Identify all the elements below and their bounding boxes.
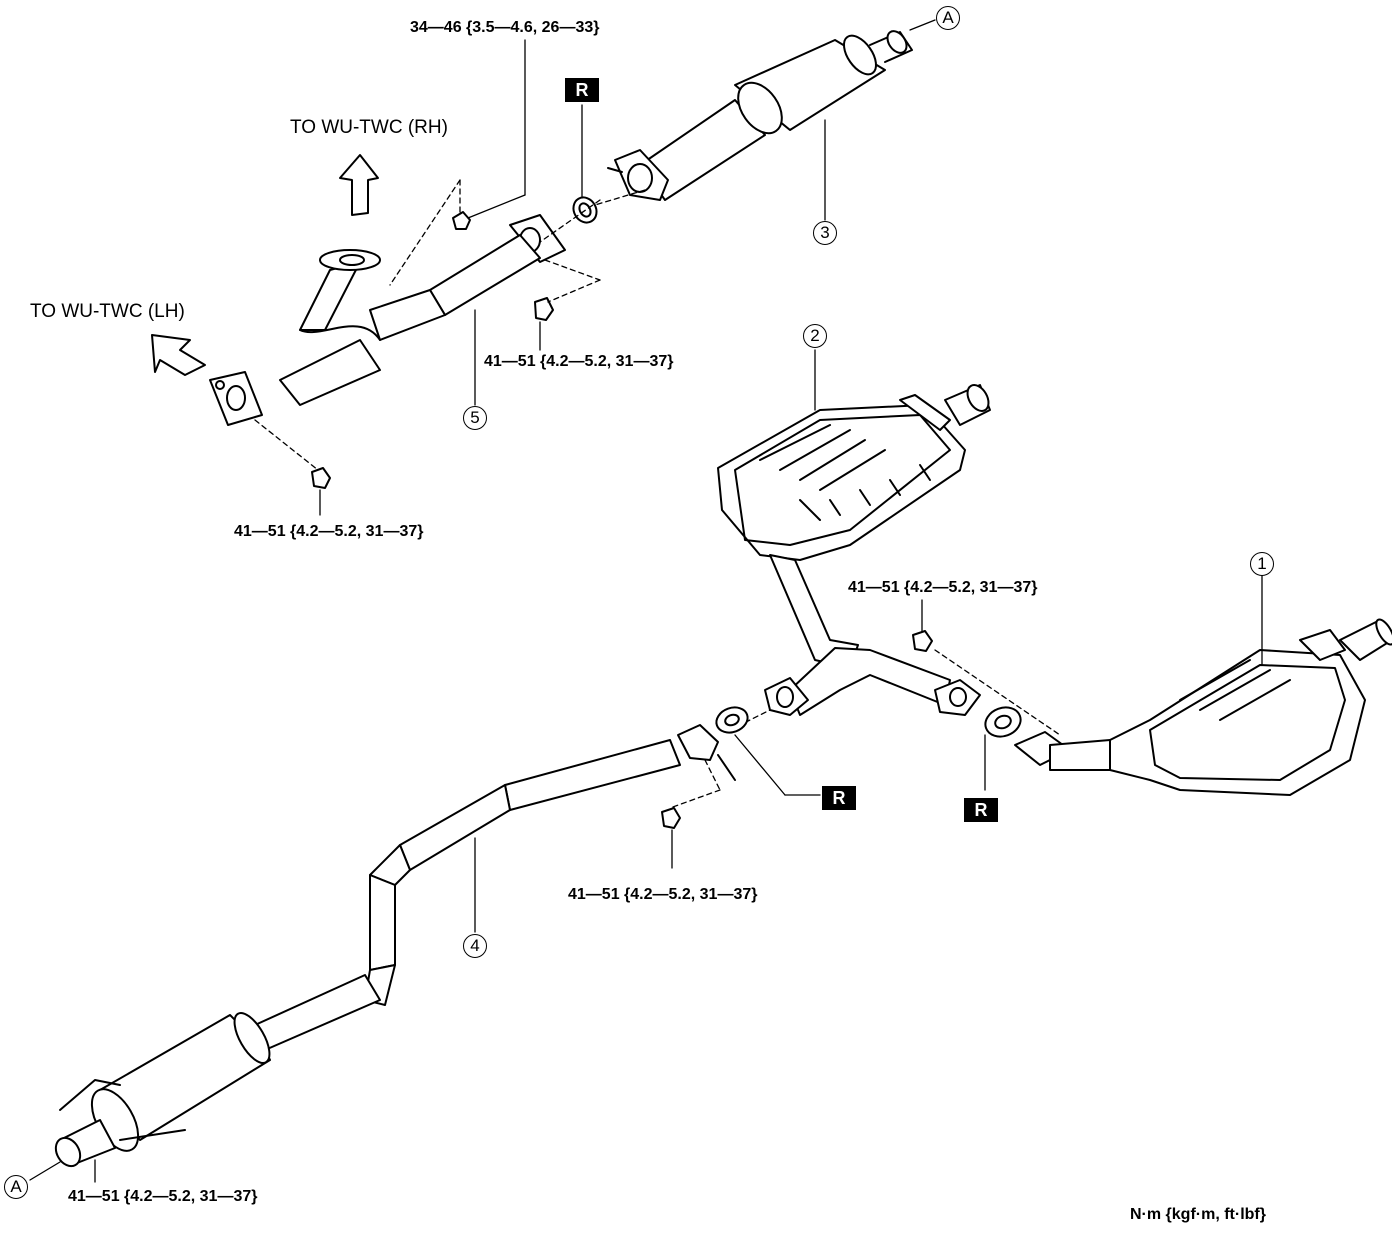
y-pipe-joint [764,647,981,716]
gasket-right [984,706,1022,738]
nut-lh [311,467,331,489]
direction-label-lh: TO WU-TWC (LH) [30,301,185,322]
callout-a-bottom: A [4,1175,28,1199]
nut-pipe4 [661,807,681,829]
nut-right [912,630,933,652]
part-2-silencer-left [717,384,991,669]
torque-label-top: 34—46 {3.5—4.6, 26—33} [410,19,600,36]
callout-part-1: 1 [1250,552,1274,576]
torque-label-lower-left: 41—51 {4.2—5.2, 31—37} [234,523,424,540]
torque-label-mid-pipe5: 41—51 {4.2—5.2, 31—37} [484,353,674,370]
units-note: N·m {kgf·m, ft·lbf} [1130,1206,1266,1223]
replace-badge-top: R [565,78,599,102]
torque-label-middle-pipe4: 41—51 {4.2—5.2, 31—37} [568,886,758,903]
part-3-resonator-pipe [607,30,913,201]
nut-mid-pipe5 [534,297,554,321]
replace-badge-right: R [964,798,998,822]
callout-part-5: 5 [463,406,487,430]
direction-label-rh: TO WU-TWC (RH) [290,117,448,138]
part-4-main-pipe [54,724,736,1168]
arrow-lh [151,334,206,376]
torque-label-right-upper: 41—51 {4.2—5.2, 31—37} [848,579,1038,596]
nut-top [452,211,471,230]
callout-part-2: 2 [803,324,827,348]
part-1-silencer-right [1014,618,1392,796]
part-5-front-pipe [209,214,566,426]
replace-badge-mid: R [822,786,856,810]
gasket-mid [715,706,749,734]
callout-a-top: A [936,6,960,30]
callout-part-4: 4 [463,934,487,958]
callout-part-3: 3 [813,221,837,245]
torque-label-bottom-left: 41—51 {4.2—5.2, 31—37} [68,1188,258,1205]
arrow-rh [339,154,379,216]
